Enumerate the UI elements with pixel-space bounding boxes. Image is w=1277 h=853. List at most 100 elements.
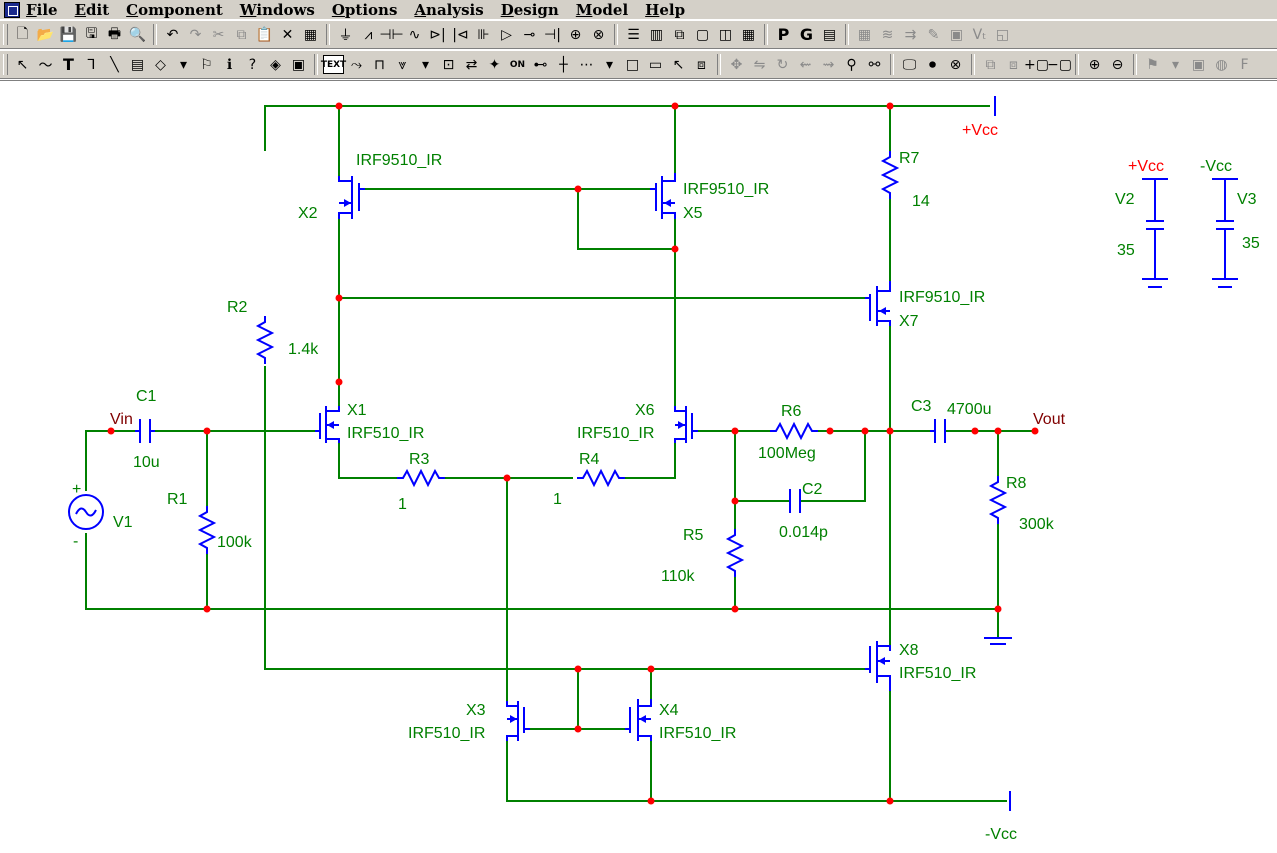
window-vertical-icon[interactable]: ▥ — [649, 26, 664, 43]
mirror-icon[interactable]: ⇜ — [799, 56, 812, 73]
print-icon[interactable]: 🖶 — [107, 25, 122, 42]
menu-options[interactable]: Options — [331, 0, 398, 19]
flip-icon[interactable]: ⇋ — [753, 56, 766, 73]
component-icon[interactable]: ◈ — [270, 56, 281, 73]
note-icon[interactable]: ▤ — [130, 56, 145, 73]
mosfet-x7[interactable] — [865, 281, 891, 326]
save-icon[interactable]: 💾 — [59, 26, 78, 43]
r7-label[interactable]: R7 — [899, 150, 920, 167]
menu-component[interactable]: Component — [126, 0, 223, 19]
mirror2-icon[interactable]: ⇝ — [822, 56, 835, 73]
v3-value[interactable]: 35 — [1242, 235, 1260, 252]
vee-bottom-label[interactable]: -Vcc — [985, 826, 1017, 843]
dots-icon[interactable]: ⋯ — [579, 56, 594, 73]
copy-layer-icon[interactable]: ⧉ — [985, 56, 996, 73]
diagonal-icon[interactable]: ╲ — [110, 56, 119, 73]
resistor-r5[interactable] — [727, 528, 743, 578]
mosfet-x4[interactable] — [625, 699, 652, 741]
r2-value[interactable]: 1.4k — [288, 341, 319, 358]
vout-label[interactable]: Vout — [1033, 411, 1066, 428]
ground-icon[interactable]: ⏚ — [338, 27, 353, 44]
remove-page-icon[interactable]: −▢ — [1047, 56, 1072, 73]
dropdown3-icon[interactable]: ▾ — [605, 56, 614, 73]
dropdown2-icon[interactable]: ▾ — [421, 56, 430, 73]
menu-edit[interactable]: Edit — [74, 0, 110, 19]
plus-icon[interactable]: ┼ — [559, 56, 568, 73]
redo-icon[interactable]: ↷ — [189, 26, 202, 43]
binoculars-icon[interactable]: ⚯ — [868, 56, 881, 73]
x7-model-label[interactable]: IRF9510_IR — [899, 289, 985, 306]
menu-windows[interactable]: Windows — [239, 0, 315, 19]
resistor-r4[interactable] — [576, 470, 626, 486]
x6-label[interactable]: X6 — [635, 402, 655, 419]
camera-icon[interactable]: ▣ — [1191, 56, 1206, 73]
frame-icon[interactable]: ▤ — [822, 26, 837, 43]
r7-value[interactable]: 14 — [912, 193, 930, 210]
toolbar-grip[interactable] — [3, 24, 8, 45]
globe-icon[interactable]: ◍ — [1215, 56, 1228, 73]
c2-value[interactable]: 0.014p — [779, 524, 828, 541]
capacitor-c2[interactable] — [789, 489, 801, 513]
diode-icon[interactable]: ⊳| — [429, 26, 446, 43]
v2-label[interactable]: V2 — [1115, 191, 1135, 208]
pen-icon[interactable]: ✎ — [927, 26, 940, 43]
wire-icon[interactable]: 〜 — [38, 57, 53, 74]
zoom-in-icon[interactable]: ⊕ — [1088, 56, 1101, 73]
cascade-icon[interactable]: ⧉ — [674, 26, 685, 43]
resistor-r1[interactable] — [199, 505, 215, 555]
x3-model-label[interactable]: IRF510_IR — [408, 725, 485, 742]
property-p-icon[interactable]: P — [777, 25, 790, 44]
resistor-icon[interactable]: ⩘ — [364, 26, 373, 43]
waves-icon[interactable]: ≋ — [881, 26, 894, 43]
mosfet-icon[interactable]: ⊪ — [477, 26, 490, 43]
menu-help[interactable]: Help — [645, 0, 686, 19]
r2-label[interactable]: R2 — [227, 299, 248, 316]
star-icon[interactable]: ✦ — [488, 56, 501, 73]
x6-model-label[interactable]: IRF510_IR — [577, 425, 654, 442]
mosfet-x6[interactable] — [674, 406, 698, 443]
r5-label[interactable]: R5 — [683, 527, 704, 544]
capacitor-icon[interactable]: ⊣⊢ — [379, 26, 404, 43]
dropdown-icon[interactable]: ▾ — [179, 56, 188, 73]
monitor-icon[interactable]: 🖵 — [902, 56, 917, 73]
toolbar-grip[interactable] — [3, 54, 8, 75]
ground-select-icon[interactable]: ⩔ — [398, 56, 407, 73]
v1-label[interactable]: V1 — [113, 514, 133, 531]
diode2-icon[interactable]: |⊲ — [452, 26, 469, 43]
vee-source-label[interactable]: -Vcc — [1200, 158, 1232, 175]
menu-analysis[interactable]: Analysis — [414, 0, 484, 19]
x8-model-label[interactable]: IRF510_IR — [899, 665, 976, 682]
x8-label[interactable]: X8 — [899, 642, 919, 659]
switch-icon[interactable]: ⊸ — [523, 26, 536, 43]
opamp-icon[interactable]: ▷ — [501, 26, 512, 43]
source-icon[interactable]: ⊕ — [569, 26, 582, 43]
r3-label[interactable]: R3 — [409, 451, 430, 468]
maximize-icon[interactable]: ▢ — [695, 26, 710, 43]
cut-icon[interactable]: ✂ — [212, 26, 225, 43]
menu-design[interactable]: Design — [500, 0, 559, 19]
pin-icon[interactable]: ⊓ — [374, 56, 385, 73]
mosfet-x3[interactable] — [506, 701, 530, 741]
x7-label[interactable]: X7 — [899, 313, 919, 330]
find-icon[interactable]: ⚲ — [846, 56, 857, 73]
c1-label[interactable]: C1 — [136, 388, 157, 405]
battery-icon[interactable]: ⊣| — [544, 26, 561, 43]
function-icon[interactable]: F — [1240, 56, 1249, 73]
save-all-icon[interactable]: 🖫 — [85, 25, 98, 42]
capacitor-c3[interactable] — [930, 419, 946, 443]
mosfet-x5[interactable] — [650, 173, 676, 219]
graph-icon[interactable]: ◱ — [995, 26, 1010, 43]
scope-icon[interactable]: ▣ — [949, 26, 964, 43]
split-icon[interactable]: ◫ — [718, 26, 733, 43]
mosfet-x8[interactable] — [865, 641, 891, 691]
r6-label[interactable]: R6 — [781, 403, 802, 420]
copy-icon[interactable]: ⧉ — [236, 26, 247, 43]
r1-value[interactable]: 100k — [217, 534, 253, 551]
rotate-icon[interactable]: ↻ — [776, 56, 789, 73]
dropdown4-icon[interactable]: ▾ — [1171, 56, 1180, 73]
pointer-icon[interactable]: ↖ — [672, 56, 685, 73]
v3-label[interactable]: V3 — [1237, 191, 1257, 208]
lamp-icon[interactable]: ⊗ — [592, 26, 605, 43]
r8-value[interactable]: 300k — [1019, 516, 1055, 533]
shape-icon[interactable]: ◇ — [155, 56, 166, 73]
